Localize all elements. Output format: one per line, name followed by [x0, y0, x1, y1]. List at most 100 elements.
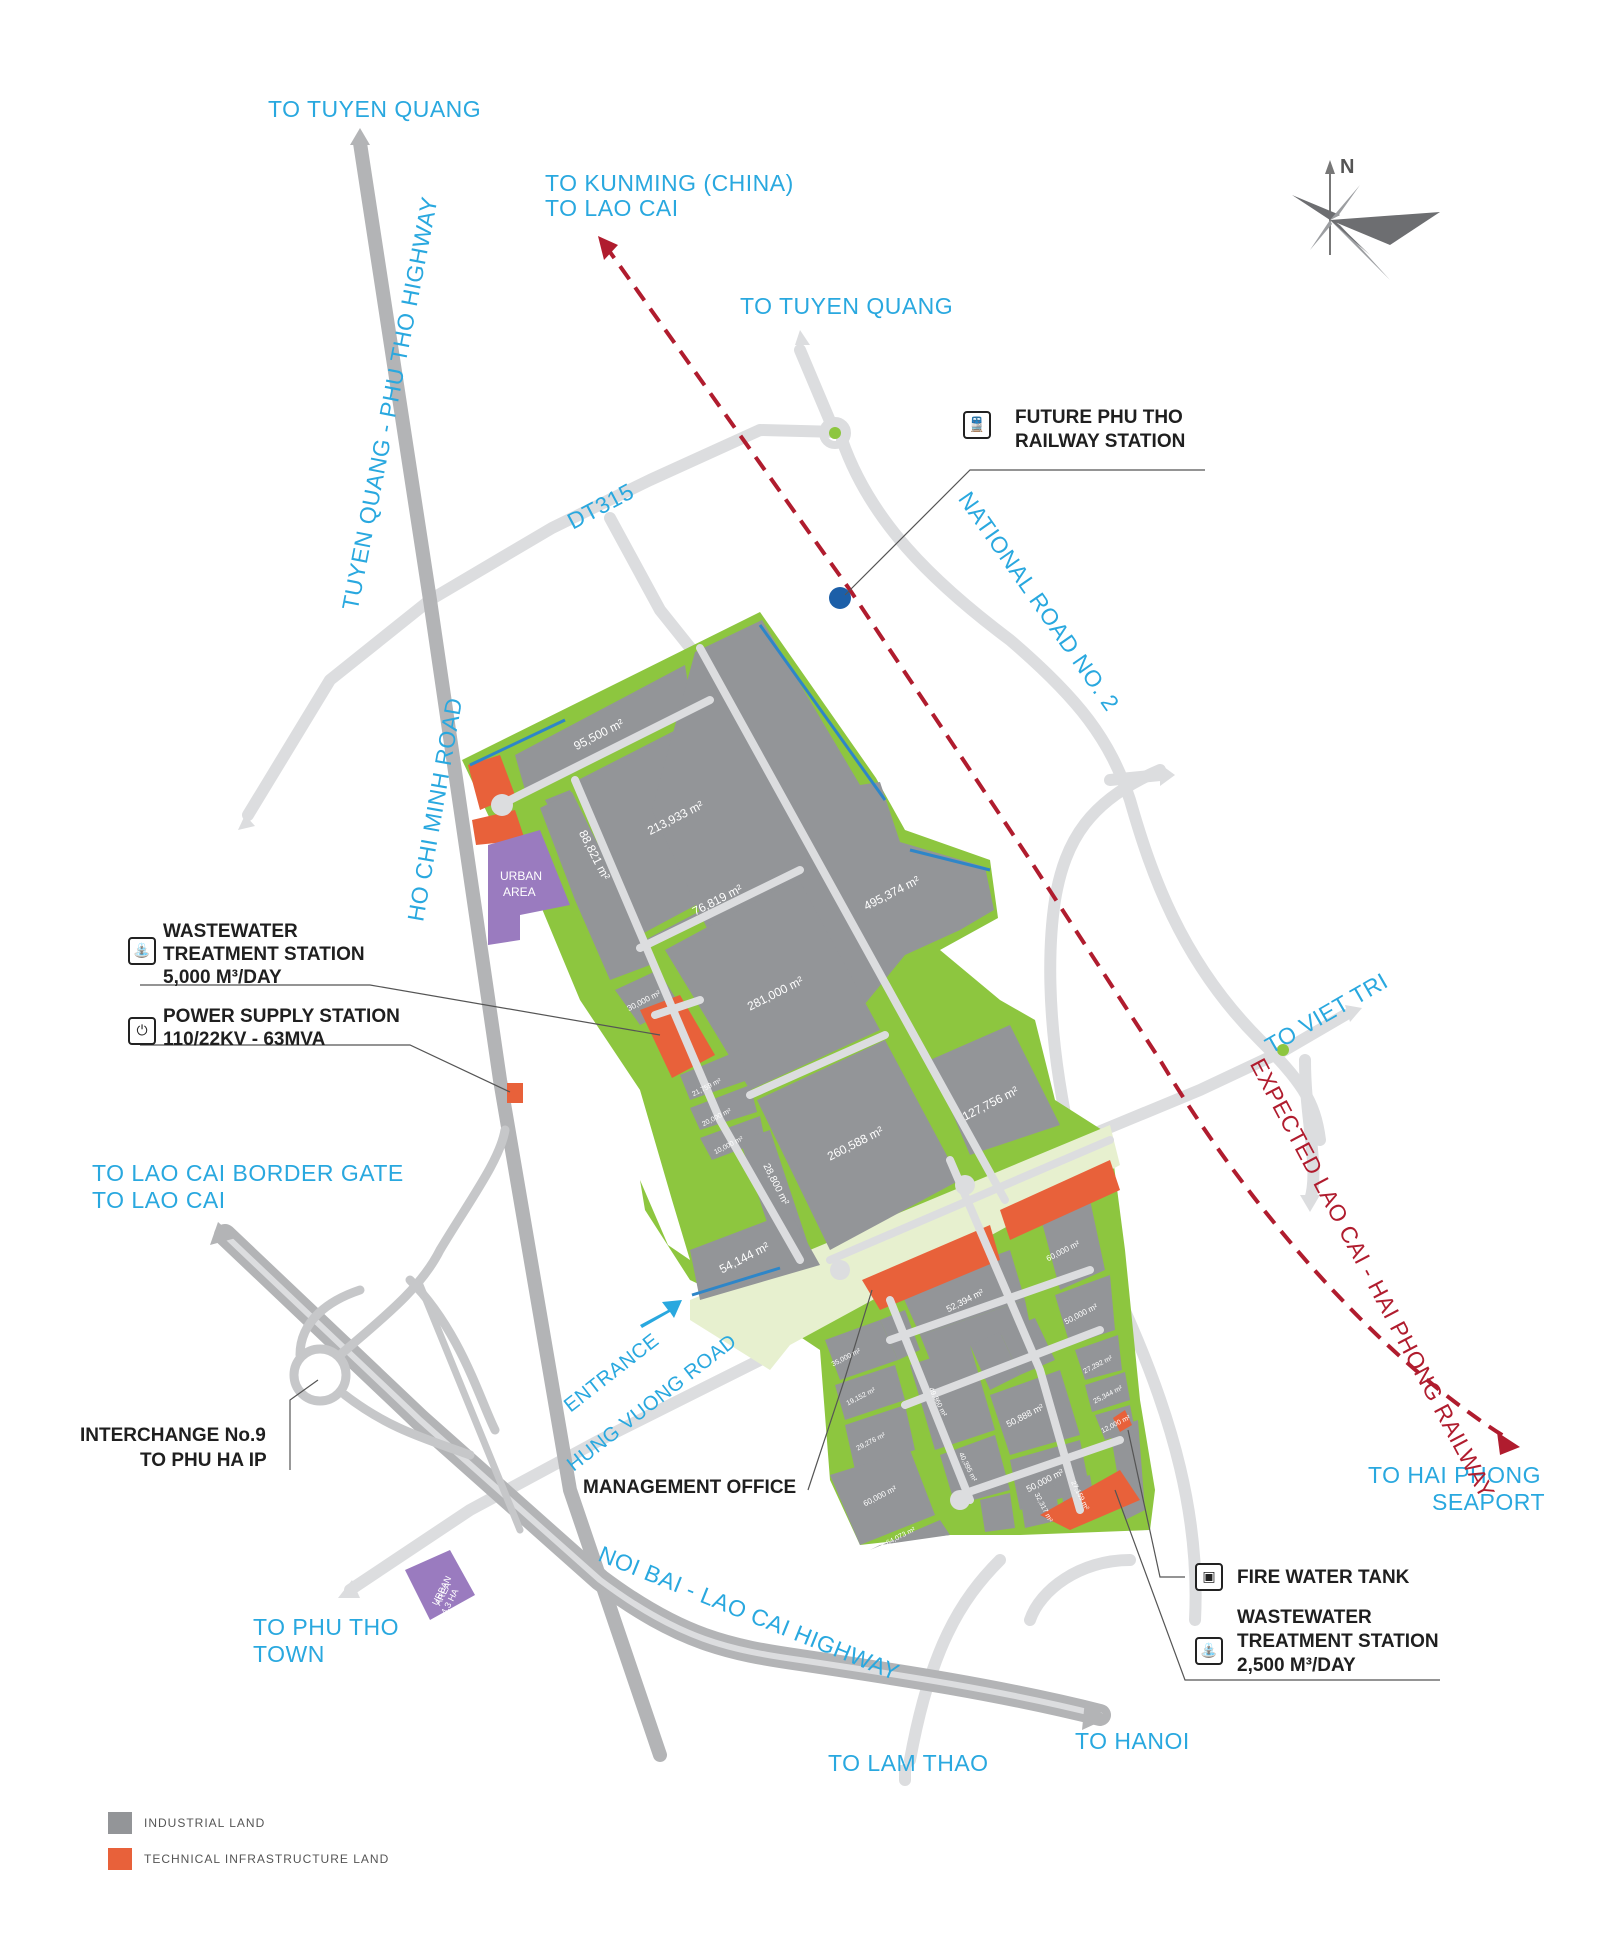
faucet-icon: ⛲: [1195, 1637, 1223, 1665]
legend-industrial-label: INDUSTRIAL LAND: [144, 1816, 266, 1830]
compass-north-label: N: [1340, 156, 1355, 178]
legend-technical: TECHNICAL INFRASTRUCTURE LAND: [108, 1848, 389, 1870]
road-viet-tri: [1049, 1009, 1351, 1156]
facility-interchange-line2: TO PHU HA IP: [140, 1450, 267, 1471]
water-channel: [469, 624, 991, 1297]
road-dt315: [242, 424, 846, 821]
legend-industrial-swatch: [108, 1812, 132, 1834]
facility-wastewater2500-line2: TREATMENT STATION: [1237, 1631, 1439, 1652]
arrow-to-hanoi: [1082, 1700, 1108, 1730]
road-to-phu-tho: [344, 1354, 766, 1596]
leader-interchange: [289, 1379, 319, 1470]
tech-nw-2: [472, 810, 525, 845]
urban-area-north: [488, 830, 570, 945]
industrial-plots: [515, 620, 1145, 1550]
road-end-arrows: [238, 330, 1362, 1785]
legend-technical-label: TECHNICAL INFRASTRUCTURE LAND: [144, 1852, 390, 1866]
road-south-loop: [1024, 1554, 1136, 1626]
dest-to-lam-thao: TO LAM THAO: [828, 1750, 989, 1776]
tech-fire-tank: [1113, 1410, 1132, 1432]
facility-management-office: MANAGEMENT OFFICE: [583, 1477, 797, 1498]
facility-power-line1: POWER SUPPLY STATION: [163, 1006, 400, 1027]
plot-29276: [845, 1405, 915, 1470]
train-icon: 🚆: [963, 411, 991, 439]
leader-fire-tank: [1127, 1429, 1185, 1578]
dest-to-phu-tho-line2: TOWN: [253, 1641, 325, 1667]
internal-roundabouts: [491, 794, 975, 1510]
highways: [210, 128, 1111, 1762]
facility-wastewater5000-line3: 5,000 M³/DAY: [163, 967, 282, 988]
facility-interchange-line1: INTERCHANGE No.9: [80, 1425, 266, 1446]
urban-north-line2: AREA: [503, 885, 536, 899]
arrow-to-lao-cai-border: [210, 1222, 236, 1245]
dest-to-tuyen-quang-mid: TO TUYEN QUANG: [740, 293, 954, 319]
interchange-no9: [289, 1125, 524, 1534]
road-east-lower: [1299, 1054, 1320, 1206]
railway: [598, 236, 1520, 1455]
plot-27292: [1075, 1335, 1122, 1380]
leader-wastewater-5000: [140, 984, 661, 1036]
faucet-icon: ⛲: [128, 937, 156, 965]
plot-281000: [665, 878, 880, 1090]
dest-to-kunming-line1: TO KUNMING (CHINA): [545, 170, 794, 196]
facility-wastewater5000-line2: TREATMENT STATION: [163, 944, 365, 965]
dest-to-kunming-line2: TO LAO CAI: [545, 195, 679, 221]
dest-to-lao-cai-border-line2: TO LAO CAI: [92, 1187, 226, 1213]
legend-technical-swatch: [108, 1848, 132, 1870]
plot-sm-a: [970, 1332, 1020, 1390]
leader-power: [140, 1044, 511, 1093]
tech-center-1: [862, 1225, 1000, 1310]
dest-to-hai-phong-line2: SEAPORT: [1432, 1489, 1545, 1515]
facility-fire-tank: FIRE WATER TANK: [1237, 1567, 1410, 1588]
dest-to-lao-cai-border-line1: TO LAO CAI BORDER GATE: [92, 1160, 404, 1186]
plot-49360: [910, 1345, 995, 1450]
facility-railway-line2: RAILWAY STATION: [1015, 431, 1186, 452]
internal-roads: [506, 644, 1124, 1514]
facility-wastewater2500-line1: WASTEWATER: [1237, 1607, 1372, 1628]
leader-management: [807, 1289, 873, 1491]
plot-260588: [757, 1040, 960, 1250]
urban-north-line1: URBAN: [500, 869, 542, 883]
facility-power-line2: 110/22KV - 63MVA: [163, 1029, 326, 1050]
urban-area-south: [405, 1550, 475, 1620]
expected-railway-line: [603, 243, 1512, 1442]
road-east-to-arrow: [1104, 769, 1166, 786]
power-icon: ⏻: [128, 1017, 156, 1045]
leader-lines: [140, 469, 1440, 1681]
railway-arrow-north: [598, 236, 618, 260]
railway-arrow-south: [1497, 1432, 1520, 1455]
plot-95500: [515, 665, 692, 790]
leader-wastewater-2500: [1114, 1489, 1440, 1681]
plot-small-20000: [690, 1085, 757, 1130]
compass-rose: [1292, 160, 1440, 280]
legend-industrial: INDUSTRIAL LAND: [108, 1812, 265, 1834]
dest-to-hai-phong-line1: TO HAI PHONG: [1368, 1462, 1541, 1488]
facility-wastewater5000-line1: WASTEWATER: [163, 921, 298, 942]
plot-small-bottom-a: [980, 1493, 1015, 1532]
urban-labels: URBAN AREA URBAN AREA 4.3 HA: [430, 869, 542, 1616]
plot-88821-main: [540, 792, 650, 980]
dest-to-tuyen-quang-top: TO TUYEN QUANG: [268, 96, 482, 122]
roundabouts: [819, 417, 1289, 1056]
tech-wastewater-2500: [1040, 1470, 1140, 1530]
road-network: [242, 344, 1351, 1786]
tech-center-2: [1000, 1160, 1120, 1240]
plot-small-21759: [680, 1050, 748, 1100]
railway-station-marker: [829, 587, 851, 609]
highway-noi-bai-lao-cai-edge: [222, 1232, 1103, 1718]
arrow-to-tuyen-quang-top: [350, 128, 370, 145]
urban-areas: [405, 830, 570, 1620]
facility-wastewater2500-line3: 2,500 M³/DAY: [1237, 1655, 1356, 1676]
tech-power-supply: [507, 1083, 523, 1103]
leader-railway-station: [844, 469, 1205, 596]
plot-25344: [1085, 1372, 1130, 1412]
plot-35000: [825, 1320, 898, 1380]
dest-to-hanoi: TO HANOI: [1075, 1728, 1190, 1754]
road-south-lam-thao: [904, 1554, 1006, 1766]
plot-52394-sub: [920, 1300, 1030, 1360]
plot-64073: [870, 1520, 950, 1550]
plot-19152: [835, 1365, 905, 1420]
entrance-arrow: [640, 1300, 682, 1328]
plot-60000b: [830, 1450, 935, 1545]
